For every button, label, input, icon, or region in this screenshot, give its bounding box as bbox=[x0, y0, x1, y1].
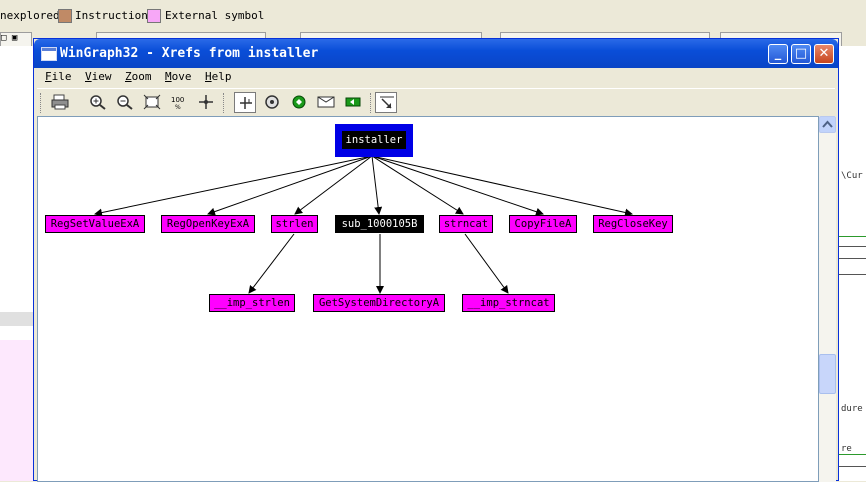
toolbar-grip[interactable] bbox=[370, 93, 374, 113]
toolbar-grip[interactable] bbox=[40, 93, 44, 113]
vertical-scrollbar[interactable] bbox=[819, 116, 836, 482]
circle-icon[interactable] bbox=[261, 92, 283, 113]
edge bbox=[207, 155, 373, 216]
toolbar: 100% bbox=[37, 88, 835, 117]
right-pane-text-3: re bbox=[841, 444, 852, 454]
window-icon bbox=[41, 47, 57, 61]
ida-right-pane: \Cur dure re bbox=[839, 46, 866, 481]
edge bbox=[371, 155, 383, 215]
ida-window-controls[interactable]: □ ▣ bbox=[0, 32, 32, 47]
zoom-100-icon[interactable]: 100% bbox=[168, 92, 190, 113]
scroll-thumb[interactable] bbox=[819, 354, 836, 394]
graph-edges bbox=[94, 155, 633, 294]
scroll-up-button[interactable] bbox=[819, 116, 836, 133]
ida-left-pane bbox=[0, 46, 34, 481]
ida-left-external-area bbox=[0, 340, 34, 481]
edge bbox=[248, 233, 295, 294]
graph-canvas[interactable]: installer RegSetValueExA RegOpenKeyExA s… bbox=[37, 116, 819, 482]
zoom-out-icon[interactable] bbox=[114, 92, 136, 113]
legend-external-label: External symbol bbox=[165, 9, 265, 22]
green-arrows-icon[interactable] bbox=[342, 92, 364, 113]
graph-node-sub-1000105b[interactable]: sub_1000105B bbox=[335, 215, 424, 233]
right-pane-text-2: dure bbox=[841, 404, 863, 414]
legend-unexplored-label: nexplored bbox=[0, 9, 60, 22]
menu-view[interactable]: View bbox=[85, 70, 112, 83]
graph-node-imp-strlen[interactable]: __imp_strlen bbox=[209, 294, 295, 312]
right-pane-line bbox=[839, 466, 866, 467]
graph-node-regopenkeyexa[interactable]: RegOpenKeyExA bbox=[161, 215, 255, 233]
graph-node-installer[interactable]: installer bbox=[342, 131, 406, 149]
edge bbox=[371, 155, 464, 215]
graph-node-strlen[interactable]: strlen bbox=[271, 215, 318, 233]
layout-icon[interactable] bbox=[234, 92, 256, 113]
ida-left-stripe bbox=[0, 312, 34, 326]
fit-icon[interactable] bbox=[141, 92, 163, 113]
menu-move[interactable]: Move bbox=[165, 70, 192, 83]
svg-text:100: 100 bbox=[171, 96, 184, 104]
menu-zoom[interactable]: Zoom bbox=[125, 70, 152, 83]
right-pane-text-1: \Cur bbox=[841, 171, 863, 181]
right-pane-line bbox=[839, 454, 866, 455]
svg-text:%: % bbox=[175, 104, 181, 110]
center-icon[interactable] bbox=[195, 92, 217, 113]
graph-node-strncat[interactable]: strncat bbox=[439, 215, 493, 233]
graph-node-imp-strncat[interactable]: __imp_strncat bbox=[462, 294, 555, 312]
right-pane-line bbox=[839, 258, 866, 259]
graph-node-getsystemdirectorya[interactable]: GetSystemDirectoryA bbox=[313, 294, 445, 312]
legend-external-swatch bbox=[147, 9, 161, 23]
edge bbox=[464, 233, 509, 294]
zoom-in-icon[interactable] bbox=[87, 92, 109, 113]
toolbar-grip[interactable] bbox=[223, 93, 227, 113]
print-icon[interactable] bbox=[49, 92, 71, 113]
green-ball-icon[interactable] bbox=[288, 92, 310, 113]
graph-node-regsetvalueexa[interactable]: RegSetValueExA bbox=[45, 215, 145, 233]
right-pane-line bbox=[839, 246, 866, 247]
legend-bar: nexplored Instruction External symbol bbox=[0, 0, 866, 31]
graph-node-regclosekey[interactable]: RegCloseKey bbox=[593, 215, 673, 233]
title-bar[interactable]: WinGraph32 - Xrefs from installer _ □ ✕ bbox=[34, 39, 838, 68]
legend-instruction-swatch bbox=[58, 9, 72, 23]
edge bbox=[294, 155, 373, 215]
legend-instruction-label: Instruction bbox=[75, 9, 148, 22]
select-arrow-icon[interactable] bbox=[375, 92, 397, 113]
edge bbox=[371, 155, 633, 217]
menu-bar: File View Zoom Move Help bbox=[35, 68, 837, 86]
edge bbox=[94, 155, 373, 217]
overview-icon[interactable] bbox=[315, 92, 337, 113]
edge bbox=[371, 155, 544, 216]
menu-file[interactable]: File bbox=[45, 70, 72, 83]
graph-node-copyfilea[interactable]: CopyFileA bbox=[509, 215, 577, 233]
right-pane-line bbox=[839, 236, 866, 237]
maximize-button[interactable]: □ bbox=[791, 44, 811, 64]
right-pane-line bbox=[839, 274, 866, 275]
menu-help[interactable]: Help bbox=[205, 70, 232, 83]
minimize-button[interactable]: _ bbox=[768, 44, 788, 64]
close-button[interactable]: ✕ bbox=[814, 44, 834, 64]
wingraph-window: WinGraph32 - Xrefs from installer _ □ ✕ … bbox=[33, 38, 839, 482]
window-title: WinGraph32 - Xrefs from installer bbox=[60, 46, 319, 61]
